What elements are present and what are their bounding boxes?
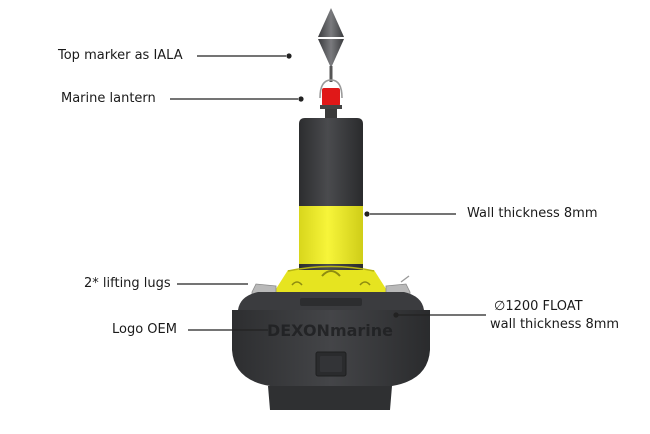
label-logo-oem: Logo OEM bbox=[112, 322, 177, 337]
float-vent bbox=[300, 298, 362, 306]
float-body bbox=[232, 292, 430, 410]
label-float-line2: wall thickness 8mm bbox=[490, 317, 620, 332]
label-lifting-lugs: 2* lifting lugs bbox=[84, 276, 171, 291]
label-top-marker: Top marker as IALA bbox=[58, 48, 183, 63]
dot-top-marker bbox=[286, 53, 292, 59]
label-float-line1: ∅1200 FLOAT bbox=[494, 299, 583, 314]
leader-dots bbox=[286, 53, 399, 318]
column-top bbox=[299, 118, 363, 206]
top-marker-mast bbox=[329, 66, 333, 82]
dot-float bbox=[393, 312, 399, 318]
top-marker-upper-cone bbox=[318, 8, 344, 37]
top-marker bbox=[318, 8, 344, 82]
yellow-collar bbox=[274, 265, 388, 292]
counterweight bbox=[268, 386, 392, 410]
dot-marine-lantern bbox=[298, 96, 304, 102]
lantern-base bbox=[320, 105, 342, 109]
leader-lines bbox=[170, 55, 486, 331]
marine-lantern bbox=[319, 79, 343, 118]
label-marine-lantern: Marine lantern bbox=[61, 91, 156, 106]
yellow-band bbox=[299, 206, 363, 264]
lantern-guard bbox=[319, 79, 343, 99]
logo-oem-text: DEXONmarine bbox=[267, 321, 393, 340]
label-wall-thickness: Wall thickness 8mm bbox=[467, 206, 598, 221]
lantern-neck bbox=[325, 109, 337, 118]
top-marker-lower-cone bbox=[318, 39, 344, 68]
dot-wall-thickness bbox=[364, 211, 370, 217]
lantern-lens bbox=[322, 88, 340, 106]
buoy-column bbox=[299, 118, 363, 272]
column-lower bbox=[299, 264, 363, 272]
float-lower bbox=[232, 310, 430, 386]
float-window-inner bbox=[320, 356, 342, 372]
